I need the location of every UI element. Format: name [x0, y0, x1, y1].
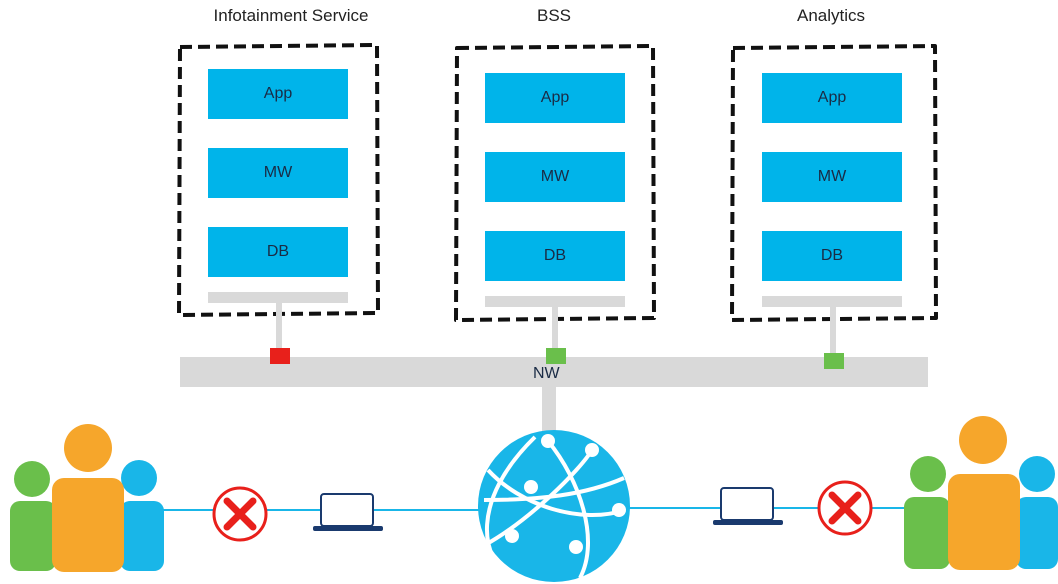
network-label: NW [533, 365, 560, 382]
layer-db: DB [485, 231, 625, 281]
users-group-icon [10, 424, 164, 572]
layer-app: App [762, 73, 902, 123]
service-boundary-infotainment [177, 43, 380, 317]
layer-db: DB [762, 231, 902, 281]
laptop-icon [313, 493, 383, 531]
layer-app: App [485, 73, 625, 123]
blocked-x-icon [212, 486, 268, 542]
blocked-x-icon [817, 480, 873, 536]
service-title-infotainment: Infotainment Service [213, 6, 369, 25]
connector-infotainment [276, 303, 282, 355]
globe-icon [478, 430, 630, 582]
layer-mw: MW [208, 148, 348, 198]
layer-mw: MW [485, 152, 625, 202]
layer-db: DB [208, 227, 348, 277]
service-title-analytics: Analytics [796, 6, 866, 25]
service-title-bss: BSS [536, 6, 572, 25]
network-to-internet-link [542, 387, 556, 437]
status-indicator-bss [546, 348, 566, 364]
status-indicator-analytics [824, 353, 844, 369]
laptop-icon [713, 487, 783, 525]
service-boundary-bss [454, 44, 656, 322]
service-base [485, 296, 625, 307]
layer-mw: MW [762, 152, 902, 202]
status-indicator-infotainment [270, 348, 290, 364]
users-group-icon [904, 416, 1058, 570]
connector-bss [552, 307, 558, 355]
service-boundary-analytics [730, 44, 938, 322]
layer-app: App [208, 69, 348, 119]
service-base [762, 296, 902, 307]
service-base [208, 292, 348, 303]
connector-analytics [830, 307, 836, 355]
